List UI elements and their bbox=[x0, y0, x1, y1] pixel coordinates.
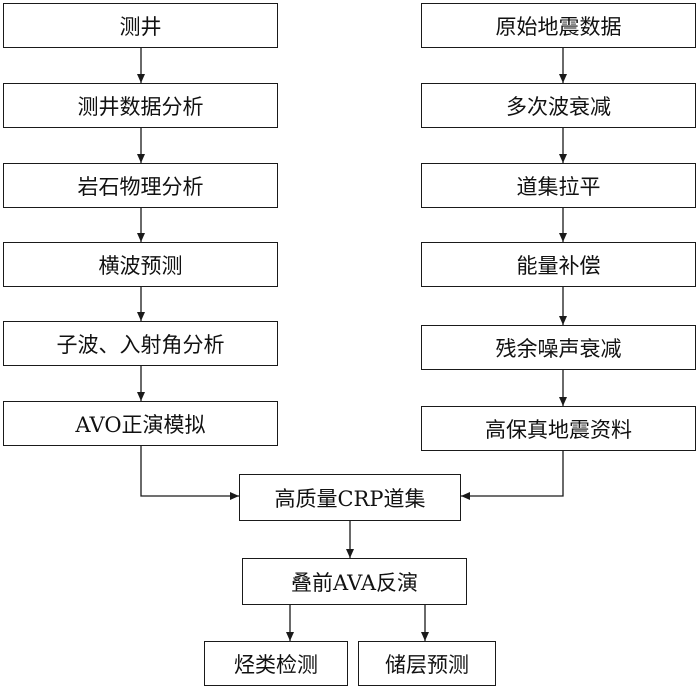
box-wavelet-angle-label: 子波、入射角分析 bbox=[56, 332, 225, 357]
box-well-analysis: 测井数据分析 bbox=[3, 83, 278, 128]
connector-hifi-to-crp bbox=[461, 451, 564, 500]
box-crp-gather: 高质量CRP道集 bbox=[239, 474, 461, 521]
connector-avo-to-crp bbox=[140, 446, 239, 500]
box-well-label: 测井 bbox=[119, 14, 162, 39]
box-residual-noise: 残余噪声衰减 bbox=[421, 325, 696, 370]
box-multiple-attenuation-label: 多次波衰减 bbox=[506, 94, 611, 119]
box-prestack-ava-label: 叠前AVA反演 bbox=[290, 570, 419, 595]
box-energy-compensation-label: 能量补偿 bbox=[516, 253, 601, 278]
box-crp-gather-label: 高质量CRP道集 bbox=[274, 486, 426, 511]
box-raw-seismic: 原始地震数据 bbox=[421, 3, 696, 48]
box-avo-modeling: AVO正演模拟 bbox=[3, 401, 278, 446]
box-wavelet-angle: 子波、入射角分析 bbox=[3, 321, 278, 366]
box-well: 测井 bbox=[3, 3, 278, 48]
box-reservoir-prediction: 储层预测 bbox=[358, 641, 496, 686]
box-well-analysis-label: 测井数据分析 bbox=[77, 94, 204, 119]
box-shear-prediction-label: 横波预测 bbox=[98, 253, 183, 278]
box-reservoir-prediction-label: 储层预测 bbox=[385, 652, 469, 677]
box-hydrocarbon-detection-label: 烃类检测 bbox=[234, 652, 318, 677]
box-avo-modeling-label: AVO正演模拟 bbox=[75, 412, 206, 437]
box-hifi-seismic-label: 高保真地震资料 bbox=[485, 417, 632, 442]
box-gather-flattening: 道集拉平 bbox=[421, 163, 696, 208]
box-residual-noise-label: 残余噪声衰减 bbox=[495, 336, 622, 361]
box-hydrocarbon-detection: 烃类检测 bbox=[204, 641, 348, 686]
box-shear-prediction: 横波预测 bbox=[3, 242, 278, 287]
box-prestack-ava: 叠前AVA反演 bbox=[242, 558, 467, 605]
box-energy-compensation: 能量补偿 bbox=[421, 242, 696, 287]
box-raw-seismic-label: 原始地震数据 bbox=[495, 14, 622, 39]
box-rock-physics-label: 岩石物理分析 bbox=[77, 174, 204, 199]
box-rock-physics: 岩石物理分析 bbox=[3, 163, 278, 208]
box-gather-flattening-label: 道集拉平 bbox=[516, 174, 601, 199]
box-hifi-seismic: 高保真地震资料 bbox=[421, 406, 696, 451]
box-multiple-attenuation: 多次波衰减 bbox=[421, 83, 696, 128]
